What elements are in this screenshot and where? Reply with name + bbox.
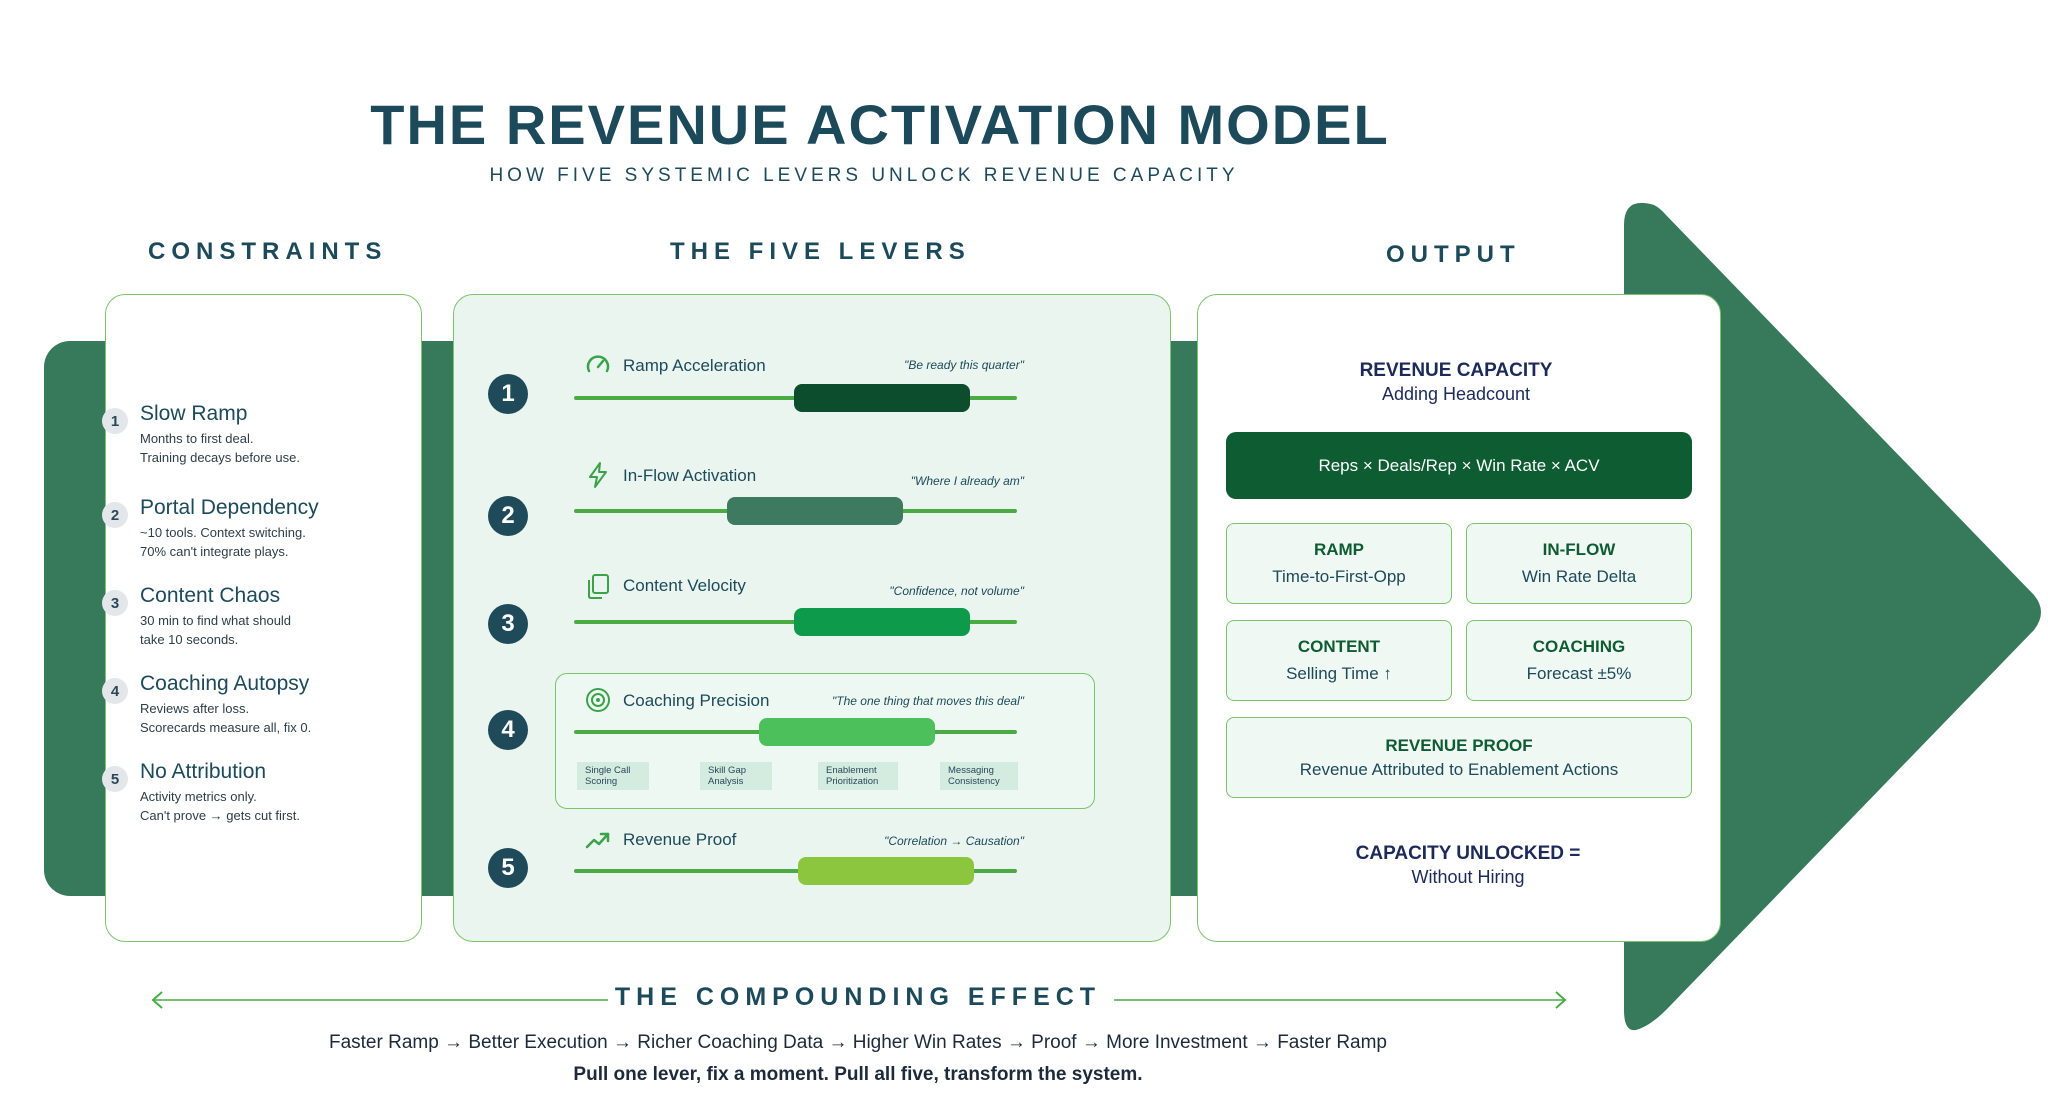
copy-icon xyxy=(588,574,609,599)
constraint-desc: take 10 seconds. xyxy=(140,632,239,647)
constraint-title: Portal Dependency xyxy=(140,496,319,519)
constraint-number: 3 xyxy=(102,590,128,616)
lever-quote: "Be ready this quarter" xyxy=(904,358,1024,372)
constraint-desc: 30 min to find what should xyxy=(140,613,292,628)
lever-name: Coaching Precision xyxy=(623,691,770,710)
constraint-item: 5 No Attribution Activity metrics only. C… xyxy=(102,760,410,825)
constraint-desc: 70% can't integrate plays. xyxy=(140,544,289,559)
lightning-icon xyxy=(589,462,607,488)
metric-box: CONTENT Selling Time ↑ xyxy=(1226,620,1452,701)
capacity-unlocked-title: CAPACITY UNLOCKED = xyxy=(1355,843,1581,864)
lever-slider xyxy=(794,608,970,636)
constraint-title: No Attribution xyxy=(140,760,267,783)
metric-text: Time-to-First-Opp xyxy=(1272,567,1406,586)
page-title: THE REVENUE ACTIVATION MODEL xyxy=(370,93,1390,156)
target-icon xyxy=(586,688,610,712)
lever-number: 2 xyxy=(488,496,528,536)
trend-up-icon xyxy=(585,832,610,849)
lever-track xyxy=(574,869,1017,873)
constraint-number: 4 xyxy=(102,678,128,704)
constraints-heading: CONSTRAINTS xyxy=(148,238,388,265)
output-card xyxy=(1197,294,1721,942)
constraint-title: Slow Ramp xyxy=(140,402,248,425)
constraint-desc: Can't prove → gets cut first. xyxy=(140,808,300,823)
lever-quote: "Correlation → Causation" xyxy=(884,834,1024,848)
metric-box: RAMP Time-to-First-Opp xyxy=(1226,523,1452,604)
lever-quote: "The one thing that moves this deal" xyxy=(832,694,1024,708)
constraint-title: Content Chaos xyxy=(140,584,281,607)
constraint-number: 2 xyxy=(102,502,128,528)
subitem-text: Analysis xyxy=(708,776,744,787)
capacity-subtitle: Adding Headcount xyxy=(1381,384,1531,404)
subitem-text: Messaging xyxy=(948,765,994,776)
subitem-text: Enablement xyxy=(826,765,877,776)
metric-text: Forecast ±5% xyxy=(1526,664,1632,683)
metric-box: COACHING Forecast ±5% xyxy=(1466,620,1692,701)
constraint-number: 1 xyxy=(102,408,128,434)
metric-text: Revenue Attributed to Enablement Actions xyxy=(1299,759,1619,779)
lever-name: Content Velocity xyxy=(623,576,746,595)
lever-slider xyxy=(759,718,935,746)
metric-box: IN-FLOW Win Rate Delta xyxy=(1466,523,1692,604)
subitem-text: Prioritization xyxy=(826,776,879,787)
constraint-desc: Scorecards measure all, fix 0. xyxy=(140,720,312,735)
lever-number: 4 xyxy=(488,710,528,750)
subitem-text: Scoring xyxy=(585,776,618,787)
metric-title: REVENUE PROOF xyxy=(1385,735,1533,755)
metric-title: RAMP xyxy=(1313,540,1365,559)
constraint-item: 3 Content Chaos 30 min to find what shou… xyxy=(102,584,410,649)
constraint-desc: Months to first deal. xyxy=(140,431,254,446)
constraint-desc: ~10 tools. Context switching. xyxy=(140,525,306,540)
subitem-text: Single Call xyxy=(585,765,631,776)
metric-title: IN-FLOW xyxy=(1542,540,1616,559)
subitem-text: Skill Gap xyxy=(708,765,747,776)
metric-title: COACHING xyxy=(1532,637,1626,656)
compounding-arrow xyxy=(151,991,1567,1009)
lever-quote: "Confidence, not volume" xyxy=(889,584,1024,598)
lever-name: Ramp Acceleration xyxy=(623,356,766,375)
capacity-title: REVENUE CAPACITY xyxy=(1359,360,1553,381)
constraint-item: 1 Slow Ramp Months to first deal. Trainin… xyxy=(102,402,410,467)
lever-number: 1 xyxy=(488,374,528,414)
capacity-unlocked-subtitle: Without Hiring xyxy=(1411,867,1525,887)
metric-text: Win Rate Delta xyxy=(1521,567,1637,586)
lever-number: 5 xyxy=(488,848,528,888)
page-subtitle: HOW FIVE SYSTEMIC LEVERS UNLOCK REVENUE … xyxy=(489,165,1239,186)
lever-slider xyxy=(794,384,970,412)
metric-title: CONTENT xyxy=(1297,637,1381,656)
constraint-desc: Activity metrics only. xyxy=(140,789,257,804)
constraint-number: 5 xyxy=(102,766,128,792)
constraint-item: 4 Coaching Autopsy Reviews after loss. Sc… xyxy=(102,672,410,737)
lever-name: Revenue Proof xyxy=(623,830,737,849)
compounding-cycle: Faster Ramp → Better Execution → Richer … xyxy=(328,1032,1388,1053)
capacity-formula: Reps × Deals/Rep × Win Rate × ACV xyxy=(1226,432,1692,499)
gauge-icon xyxy=(586,355,610,373)
constraints-card xyxy=(105,294,422,942)
tagline: Pull one lever, fix a moment. Pull all f… xyxy=(573,1064,1143,1085)
subitem-text: Consistency xyxy=(948,776,1000,787)
constraint-desc: Reviews after loss. xyxy=(140,701,250,716)
constraint-title: Coaching Autopsy xyxy=(140,672,310,695)
revenue-proof-box: REVENUE PROOF Revenue Attributed to Enab… xyxy=(1226,717,1692,798)
constraint-item: 2 Portal Dependency ~10 tools. Context s… xyxy=(102,496,410,561)
lever-slider xyxy=(727,497,903,525)
lever-number: 3 xyxy=(488,604,528,644)
lever-name: In-Flow Activation xyxy=(623,466,757,485)
compounding-heading: THE COMPOUNDING EFFECT xyxy=(614,983,1102,1011)
lever-quote: "Where I already am" xyxy=(910,474,1024,488)
output-heading: OUTPUT xyxy=(1386,241,1521,268)
metric-text: Selling Time ↑ xyxy=(1286,664,1392,683)
levers-heading: THE FIVE LEVERS xyxy=(670,238,971,265)
constraint-desc: Training decays before use. xyxy=(140,450,300,465)
lever-slider xyxy=(798,857,974,885)
